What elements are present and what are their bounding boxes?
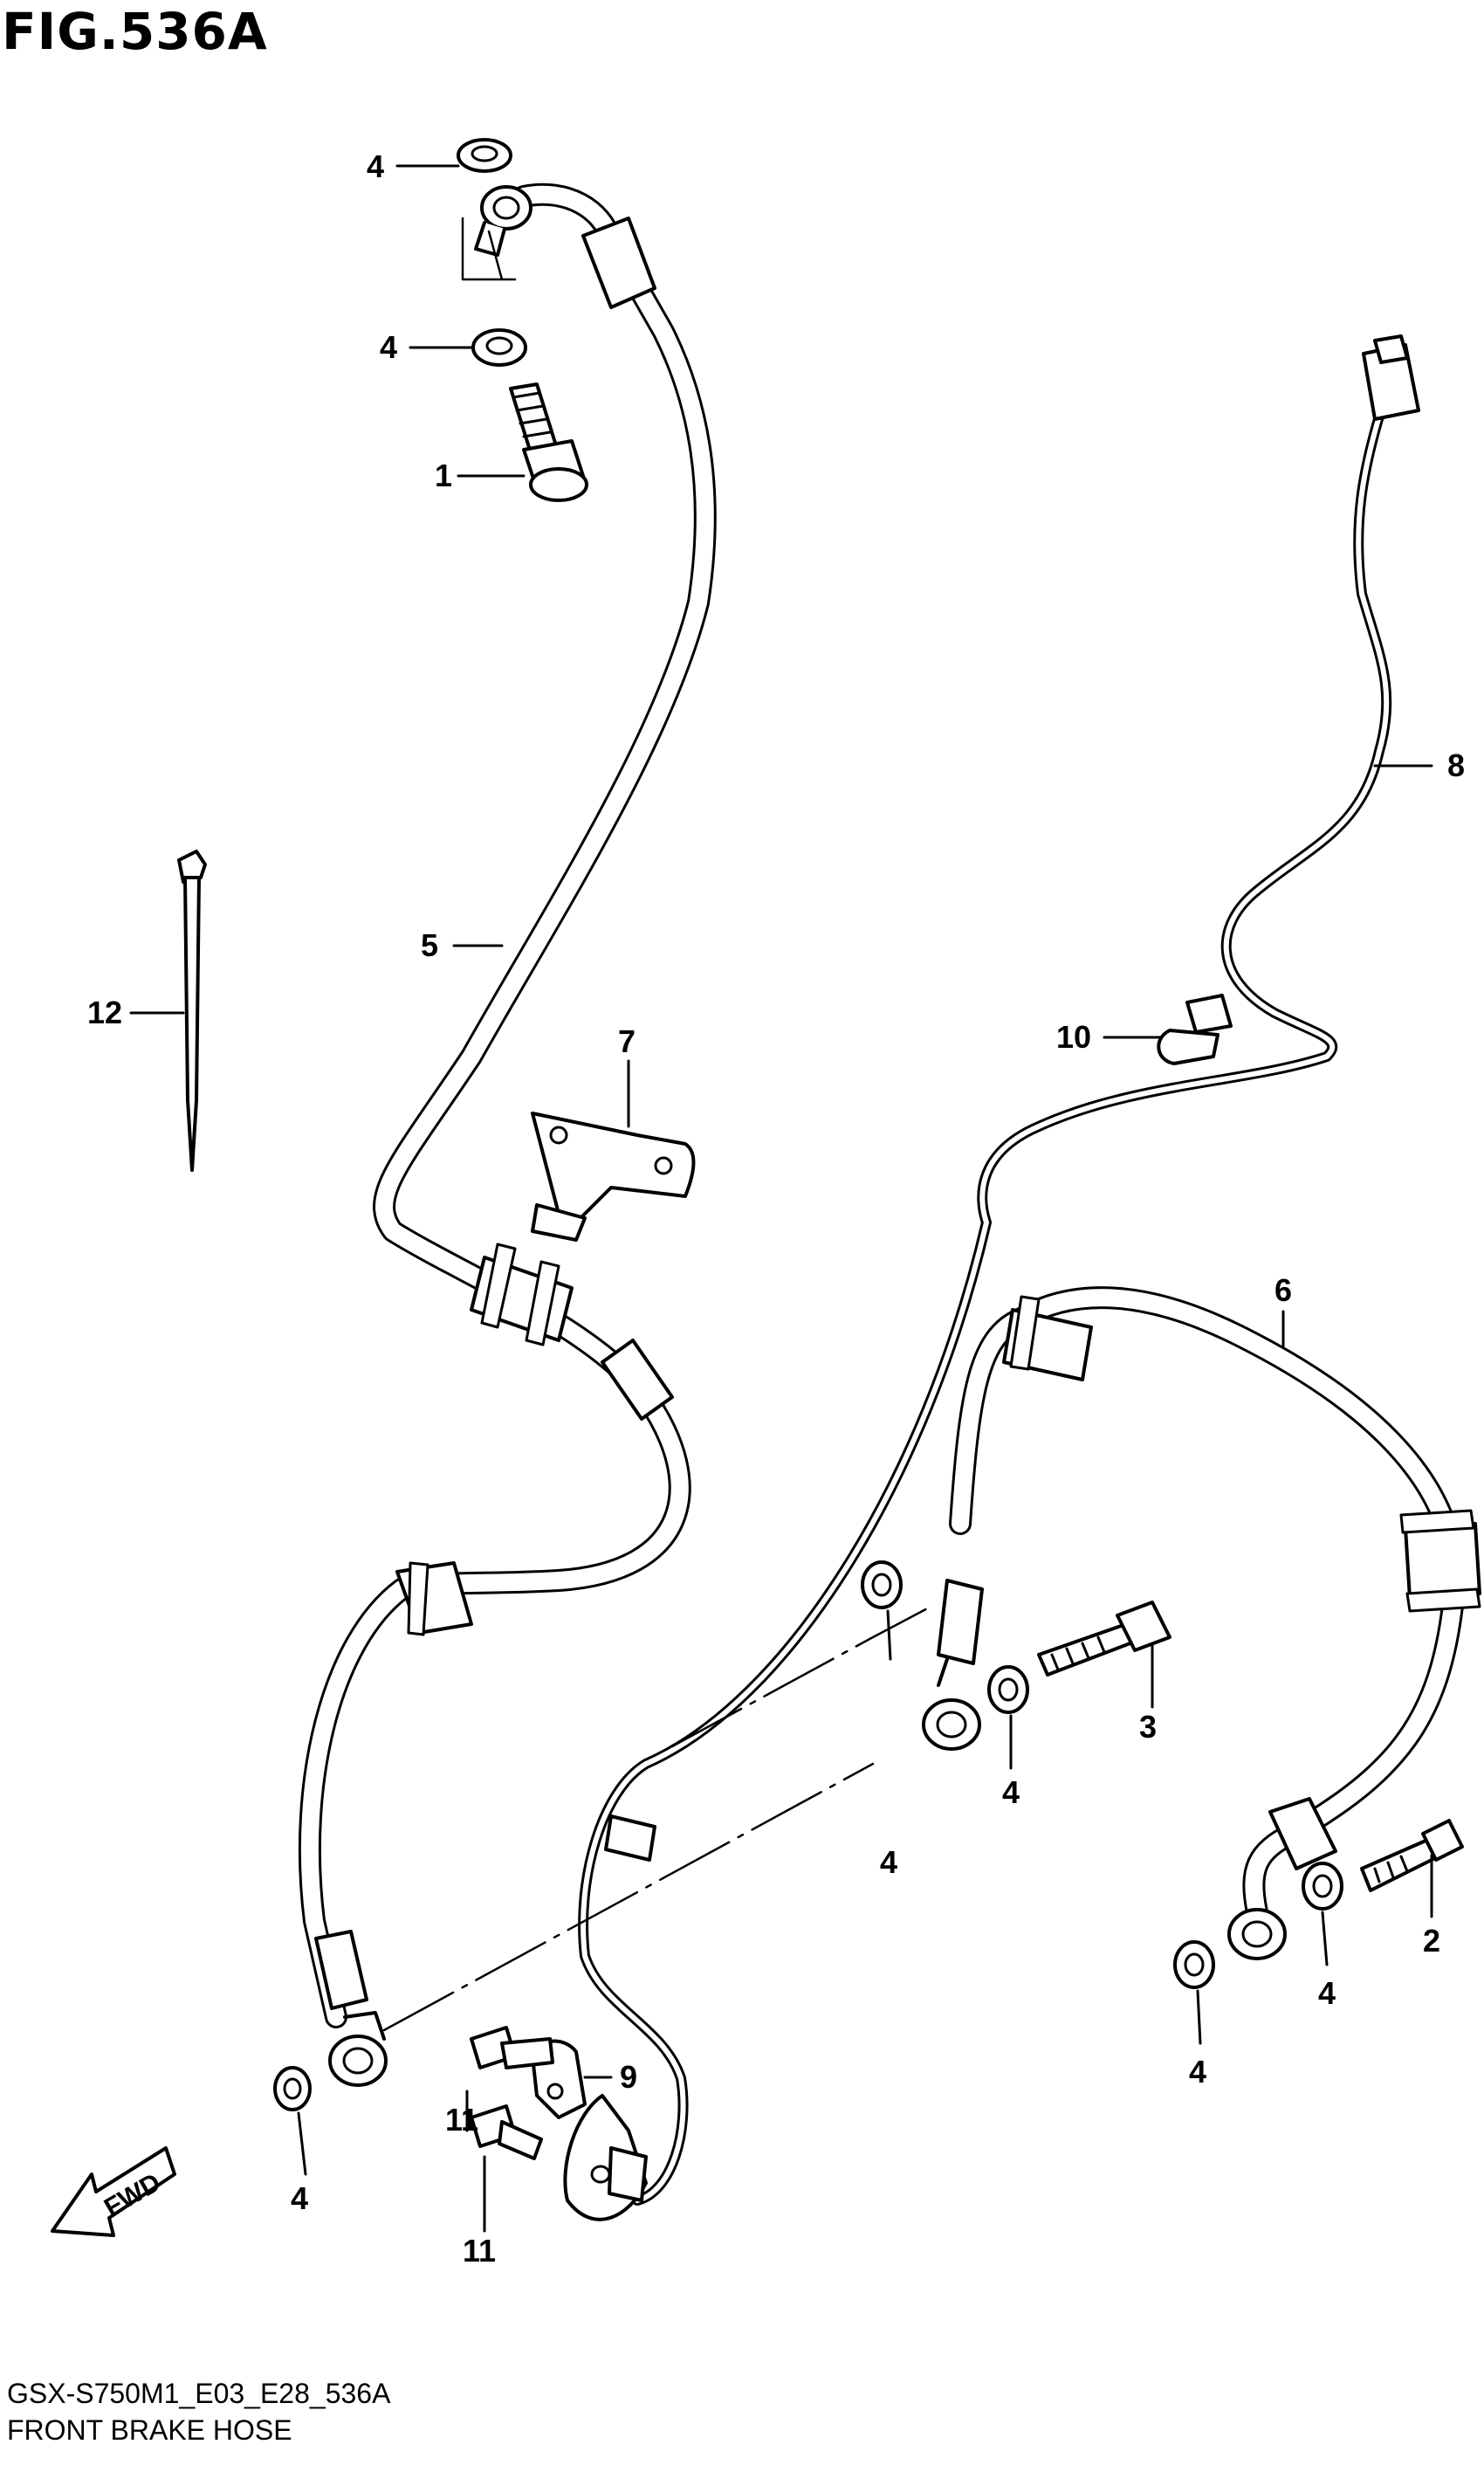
figure-caption: FRONT BRAKE HOSE <box>7 2414 292 2446</box>
union-bolt-3 <box>1037 1601 1171 1709</box>
clamp-10 <box>1103 994 1233 1065</box>
washer-4-b <box>409 328 527 367</box>
callout-4: 4 <box>380 329 397 365</box>
bolt-11-lower <box>470 2104 543 2233</box>
callout-3: 3 <box>1139 1709 1157 1745</box>
washer-4-c <box>273 2066 312 2176</box>
callout-4: 4 <box>880 1844 897 1880</box>
brake-hose-5 <box>298 182 717 2087</box>
callout-11: 11 <box>463 2233 496 2269</box>
callout-4: 4 <box>1002 1774 1020 1810</box>
cable-tie-12 <box>129 850 207 1172</box>
callout-8: 8 <box>1447 747 1465 783</box>
callout-4: 4 <box>367 148 384 184</box>
washer-4-f <box>1302 1862 1343 1966</box>
callout-2: 2 <box>1423 1923 1440 1959</box>
callout-4: 4 <box>1318 1975 1336 2011</box>
callout-5: 5 <box>421 927 438 963</box>
washer-4-e <box>987 1665 1029 1770</box>
callout-4: 4 <box>291 2180 308 2216</box>
callout-9: 9 <box>620 2059 637 2095</box>
alignment-lines <box>382 217 936 2032</box>
callout-12: 12 <box>87 995 122 1030</box>
bolt-11-upper <box>465 2026 554 2132</box>
speed-sensor-lead-8 <box>563 334 1433 2221</box>
fwd-arrow-icon <box>51 2146 176 2237</box>
union-bolt-1 <box>457 382 588 502</box>
figure-footer: GSX-S750M1_E03_E28_536A FRONT BRAKE HOSE <box>7 2375 390 2448</box>
callout-labels: 4 4 1 5 7 12 8 10 6 3 4 4 2 4 4 9 11 11 … <box>87 148 1465 2269</box>
brake-hose-6 <box>922 1286 1481 1960</box>
figure-code: GSX-S750M1_E03_E28_536A <box>7 2378 391 2409</box>
callout-4: 4 <box>1189 2054 1206 2090</box>
bracket-7 <box>531 1059 696 1242</box>
callout-7: 7 <box>618 1023 636 1059</box>
callout-6: 6 <box>1274 1272 1292 1308</box>
callout-11: 11 <box>445 2102 478 2138</box>
washer-4-d <box>861 1560 903 1661</box>
figure-title: FIG.536A <box>2 2 268 61</box>
callout-1: 1 <box>435 458 452 493</box>
washer-4-a <box>395 138 512 173</box>
callout-10: 10 <box>1056 1019 1091 1055</box>
washer-4-g <box>1173 1940 1215 2045</box>
union-bolt-2 <box>1360 1819 1464 1918</box>
